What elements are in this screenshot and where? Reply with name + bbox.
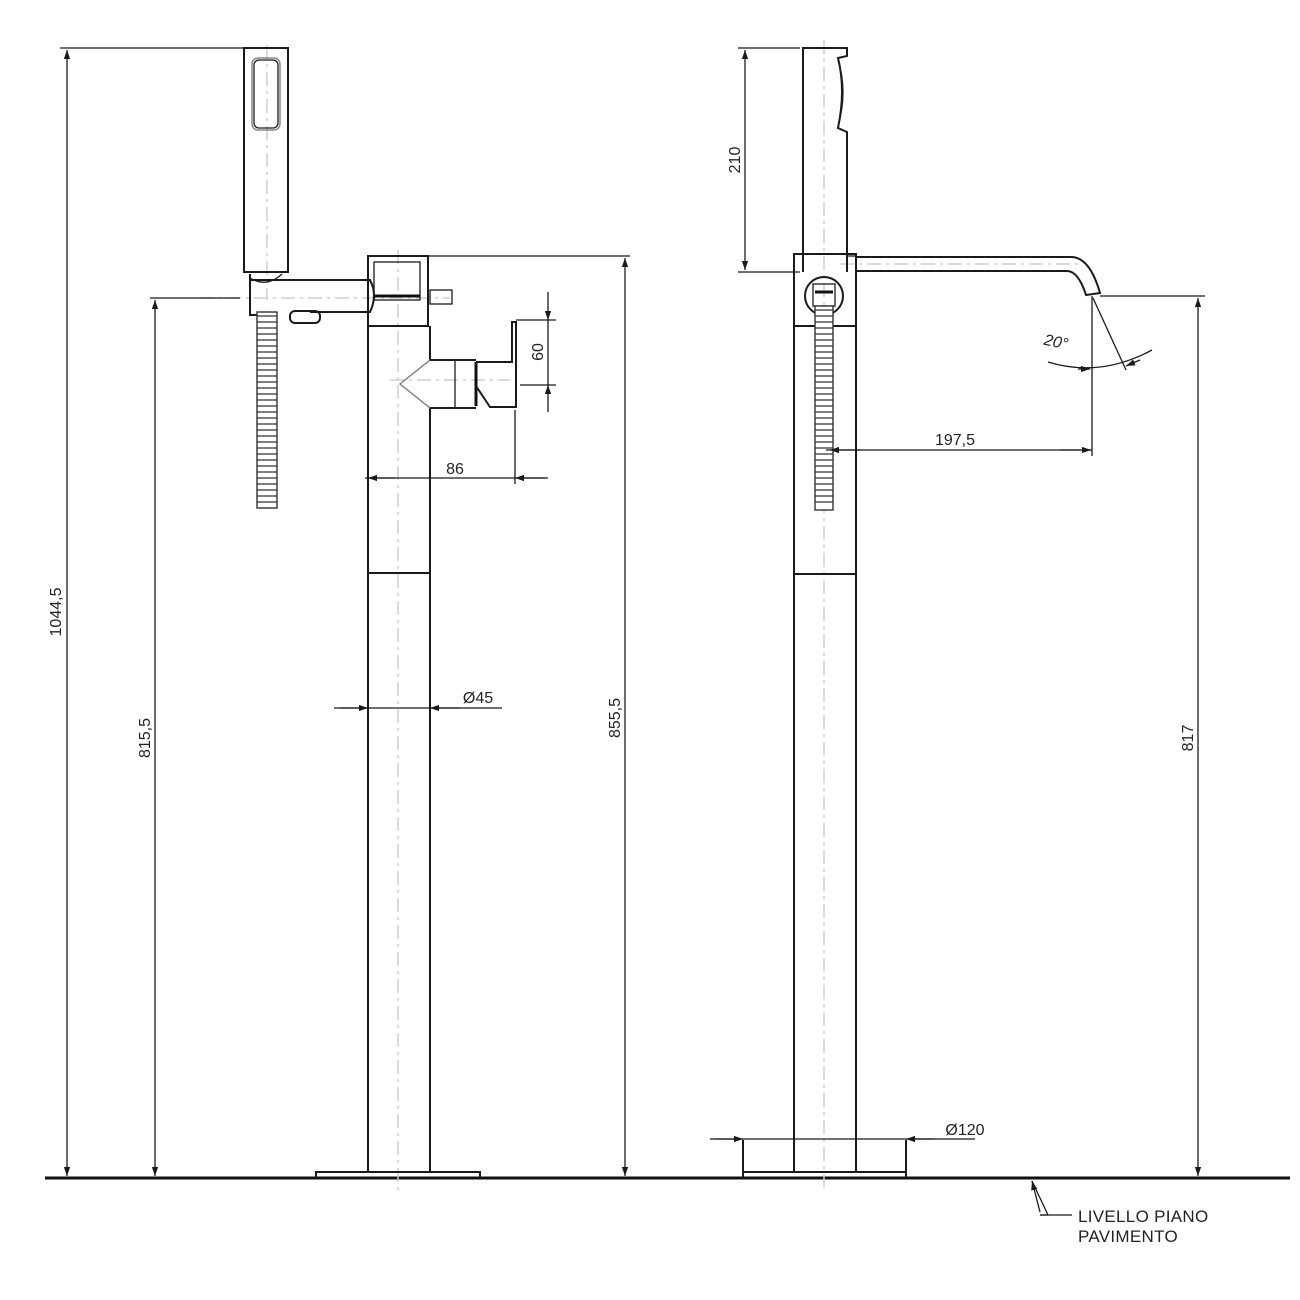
column-head bbox=[367, 255, 630, 327]
dim-spout-angle: 20° bbox=[1041, 296, 1153, 456]
dim-body-height: 855,5 bbox=[607, 258, 629, 1176]
front-view: 1044,5 815,5 855,5 60 86 bbox=[48, 45, 630, 1190]
dim-label-handle-projection: 86 bbox=[446, 461, 464, 478]
side-view: 210 20° 197,5 817 Ø12 bbox=[710, 40, 1205, 1190]
hand-shower bbox=[243, 47, 289, 273]
floor-level-annotation: LIVELLO PIANO PAVIMENTO bbox=[1031, 1180, 1209, 1246]
front-column bbox=[315, 326, 481, 1178]
dim-hose-outlet-height: 815,5 bbox=[137, 297, 240, 1176]
floor-label-line1: LIVELLO PIANO bbox=[1078, 1207, 1209, 1226]
dim-label-handle-height: 60 bbox=[530, 343, 547, 361]
hand-shower-side bbox=[802, 47, 848, 272]
dim-label-overall-height: 1044,5 bbox=[48, 587, 65, 636]
side-head-and-spout bbox=[793, 253, 1102, 327]
dim-handle-projection: 86 bbox=[365, 410, 548, 484]
dim-label-spout-reach: 197,5 bbox=[935, 432, 975, 449]
dim-label-spout-outlet-height: 817 bbox=[1180, 725, 1197, 752]
front-hose bbox=[256, 311, 278, 509]
dim-spout-reach: 197,5 bbox=[826, 432, 1092, 454]
dim-spout-outlet-height: 817 bbox=[1100, 295, 1205, 1176]
dim-overall-height: 1044,5 bbox=[48, 47, 244, 1176]
floor-label-line2: PAVIMENTO bbox=[1078, 1227, 1178, 1246]
dim-base-diameter: Ø120 bbox=[710, 1122, 985, 1143]
dim-handle-height: 60 bbox=[516, 292, 556, 412]
dim-label-hand-shower-length: 210 bbox=[727, 147, 744, 174]
dim-hand-shower-length: 210 bbox=[727, 47, 800, 273]
dim-label-column-diameter: Ø45 bbox=[463, 690, 493, 707]
dim-label-hose-outlet: 815,5 bbox=[137, 718, 154, 758]
side-hose bbox=[804, 276, 844, 511]
dim-label-body-height: 855,5 bbox=[607, 698, 624, 738]
mixer-handle bbox=[398, 321, 517, 409]
side-column bbox=[742, 326, 907, 1178]
dim-column-diameter: Ø45 bbox=[334, 690, 502, 712]
dim-label-base-diameter: Ø120 bbox=[945, 1122, 984, 1139]
dim-label-spout-angle: 20° bbox=[1041, 332, 1070, 354]
